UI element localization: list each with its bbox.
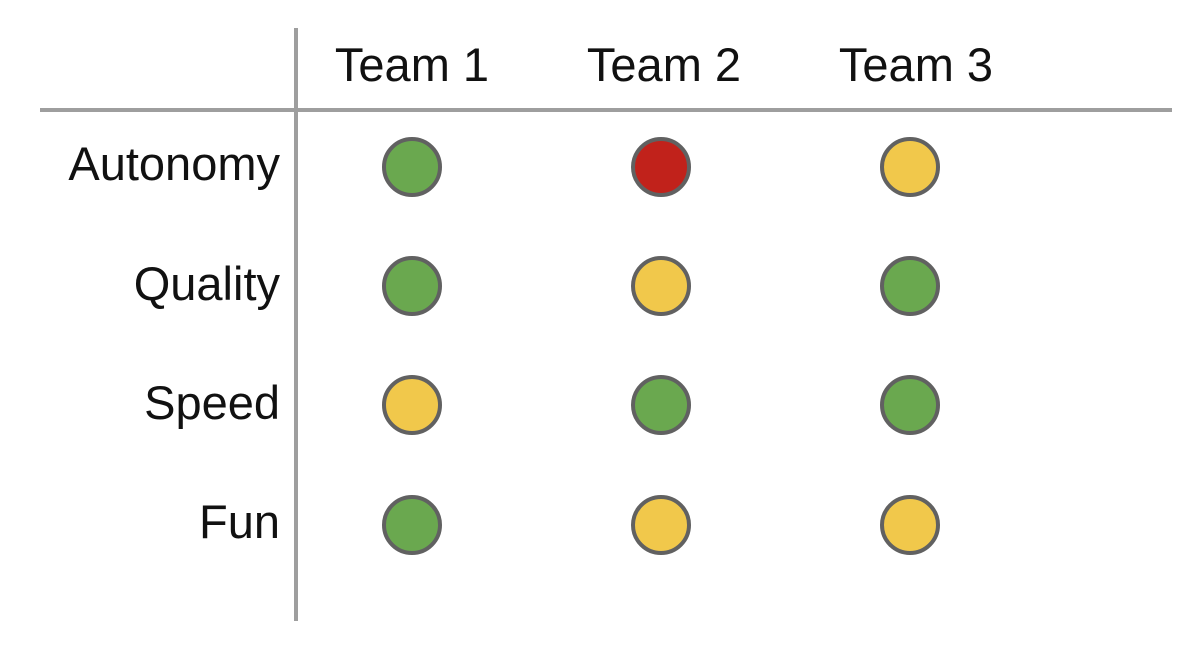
row-label-autonomy: Autonomy (68, 137, 280, 190)
status-dot (880, 375, 940, 435)
horizontal-divider (40, 108, 1172, 112)
row-label-fun: Fun (199, 495, 280, 548)
status-dot (631, 137, 691, 197)
column-header-team-2: Team 2 (586, 38, 742, 91)
vertical-divider (294, 28, 298, 621)
status-dot (631, 375, 691, 435)
status-dot (382, 137, 442, 197)
row-label-quality: Quality (133, 257, 280, 310)
status-dot (382, 375, 442, 435)
status-dot (382, 256, 442, 316)
column-header-team-3: Team 3 (838, 38, 994, 91)
status-dot (631, 495, 691, 555)
status-dot (880, 495, 940, 555)
status-dot (631, 256, 691, 316)
status-dot (382, 495, 442, 555)
row-label-speed: Speed (144, 376, 280, 429)
status-dot (880, 137, 940, 197)
status-dot (880, 256, 940, 316)
column-header-team-1: Team 1 (334, 38, 490, 91)
